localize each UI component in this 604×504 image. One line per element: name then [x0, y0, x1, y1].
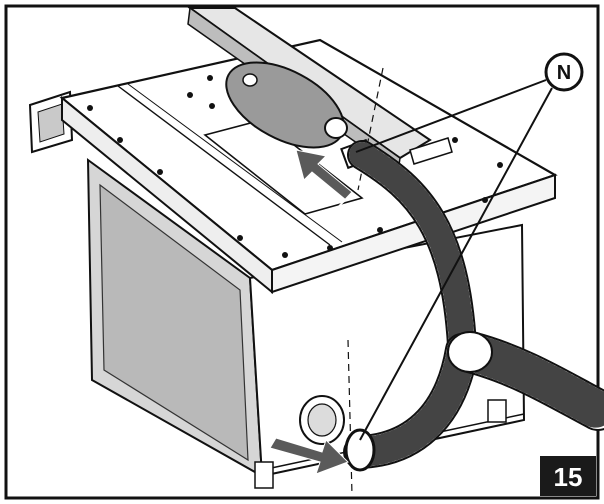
arrow-right-icon	[269, 437, 349, 475]
callout-leader-line	[355, 79, 547, 153]
callout-label: N	[557, 62, 571, 84]
callout-n: N	[544, 52, 584, 92]
cabinet-hose-clamp	[344, 428, 376, 472]
figure-number: 15	[554, 462, 583, 492]
hose-y-junction	[447, 331, 493, 373]
cabinet-dust-port	[299, 395, 345, 445]
callout-leader-line	[359, 87, 553, 441]
guide-dashed-line	[347, 339, 353, 496]
figure-number-badge: 15	[540, 456, 596, 496]
arrow-up-right-icon	[295, 149, 353, 211]
guide-dashed-line	[357, 67, 384, 191]
